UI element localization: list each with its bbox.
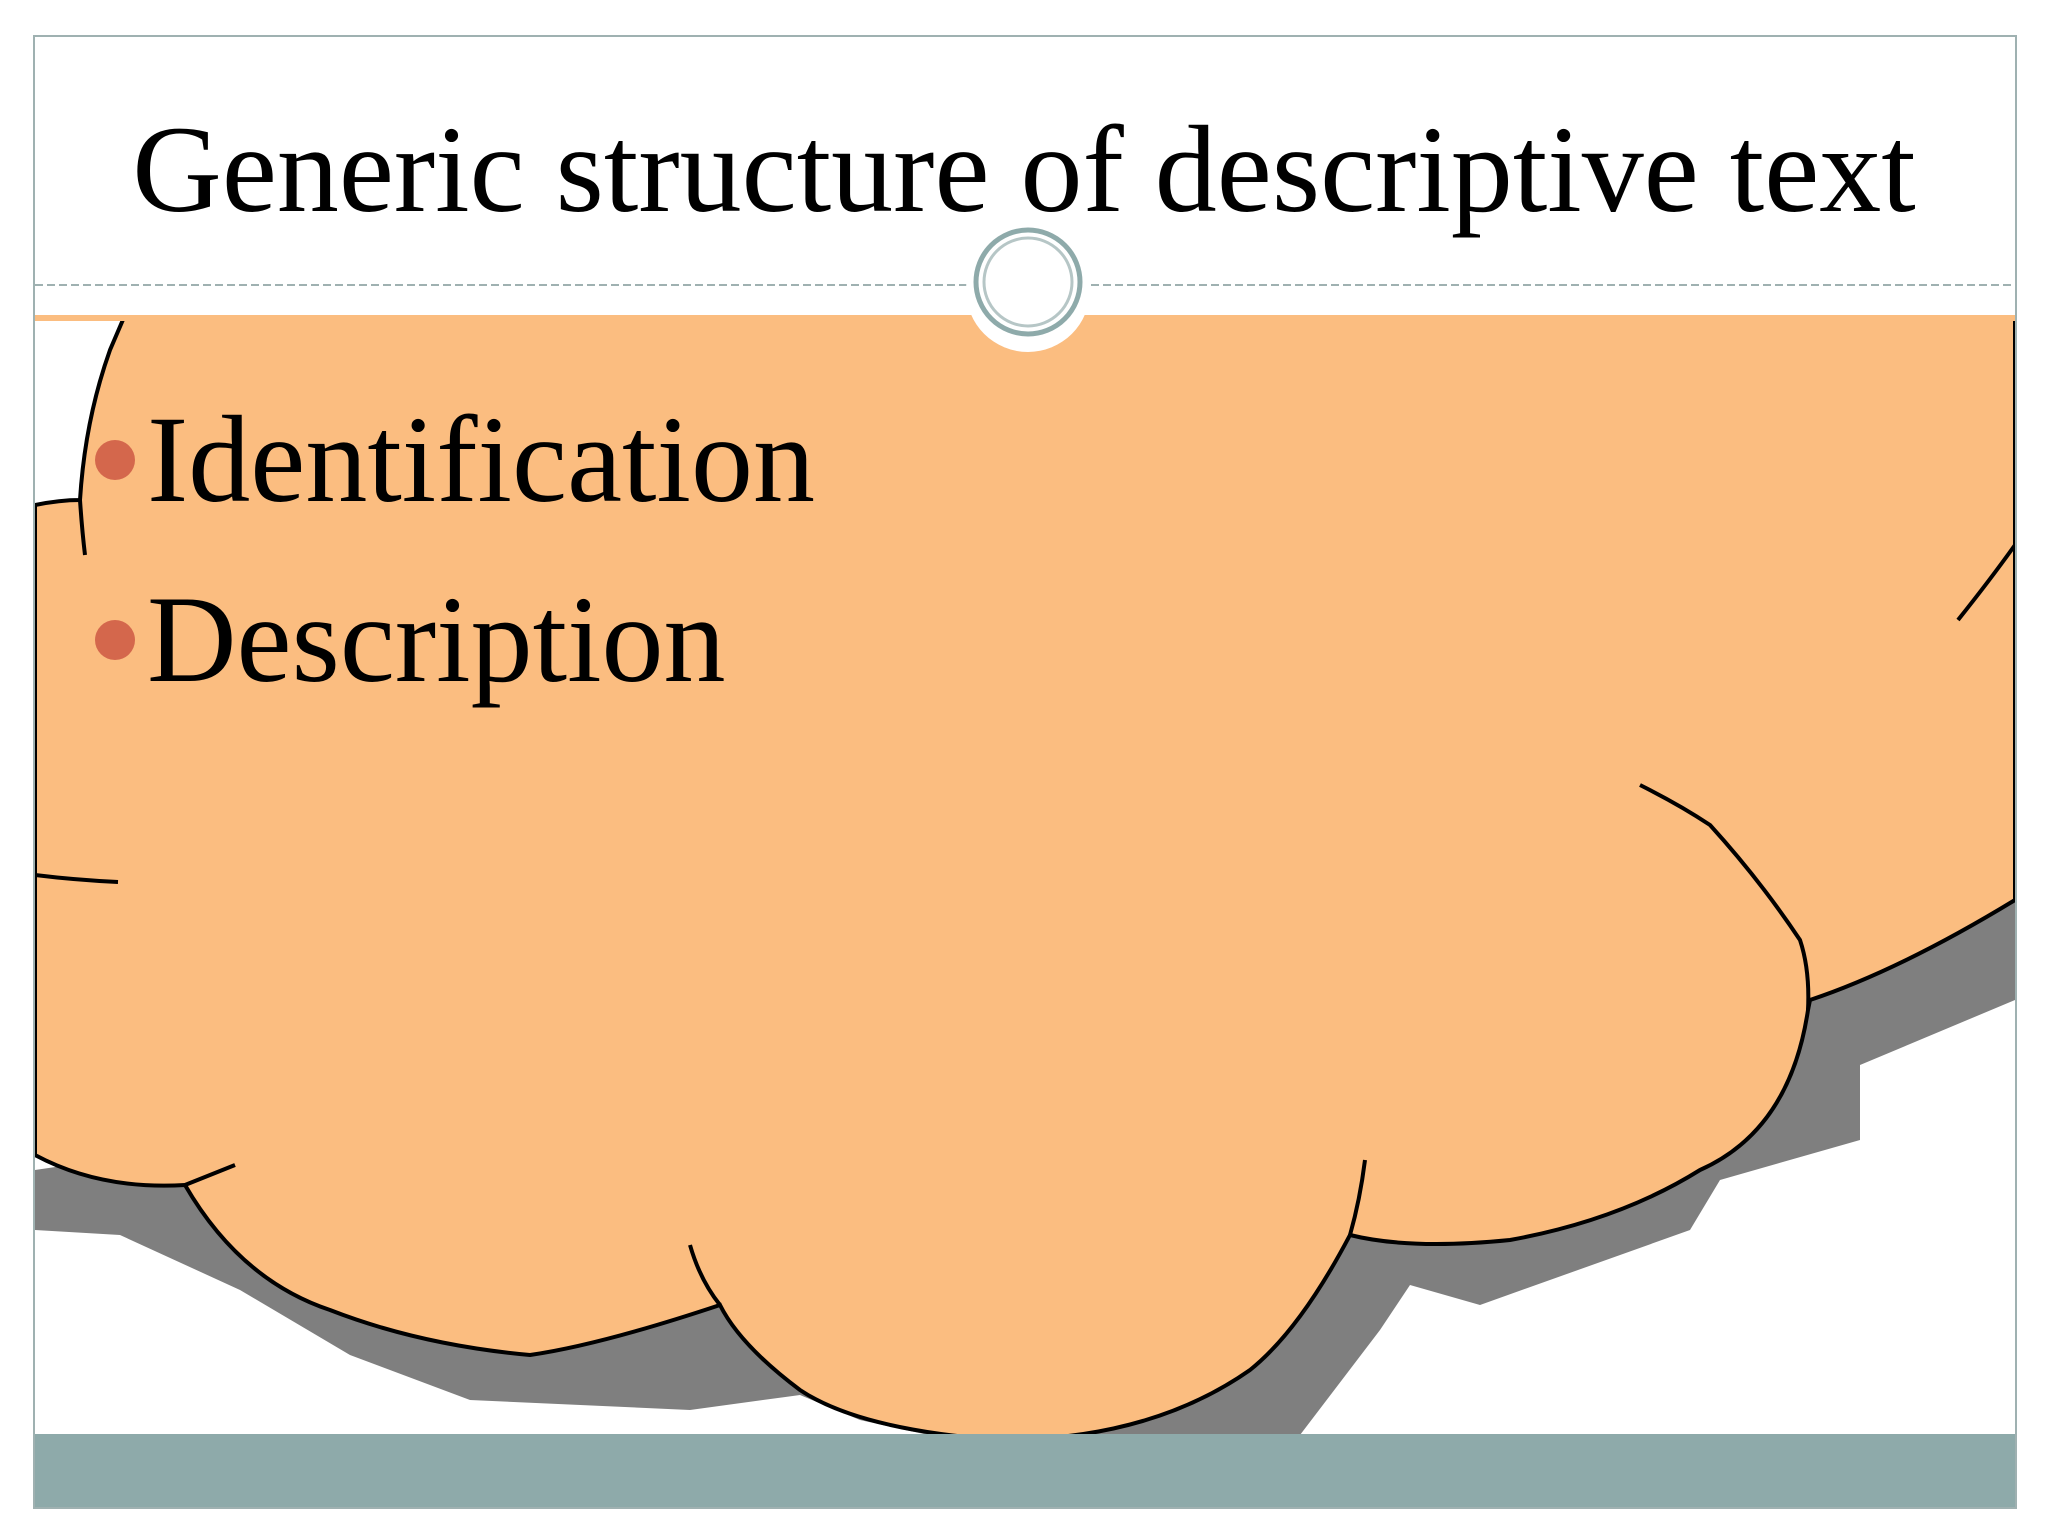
bullet-item: Identification (95, 370, 815, 550)
divider-ornament-inner (982, 236, 1074, 328)
cloud-inner-line (184, 1163, 236, 1187)
cloud-inner-line (1639, 783, 1811, 1011)
cloud-inner-line (688, 1244, 722, 1307)
bullet-text: Description (147, 571, 726, 708)
cloud-inner-line (78, 499, 87, 556)
bullet-text: Identification (147, 391, 815, 528)
cloud-inner-line (35, 873, 119, 884)
footer-bar (35, 1434, 2015, 1507)
slide-title: Generic structure of descriptive text (132, 101, 1916, 238)
bullet-item: Description (95, 550, 815, 730)
bullet-list: Identification Description (95, 370, 815, 730)
cloud-shape (35, 310, 2015, 1443)
cloud-inner-line (1348, 1159, 1367, 1236)
bullet-dot-icon (95, 440, 135, 480)
cloud-inner-line (1956, 543, 2015, 622)
bullet-dot-icon (95, 620, 135, 660)
